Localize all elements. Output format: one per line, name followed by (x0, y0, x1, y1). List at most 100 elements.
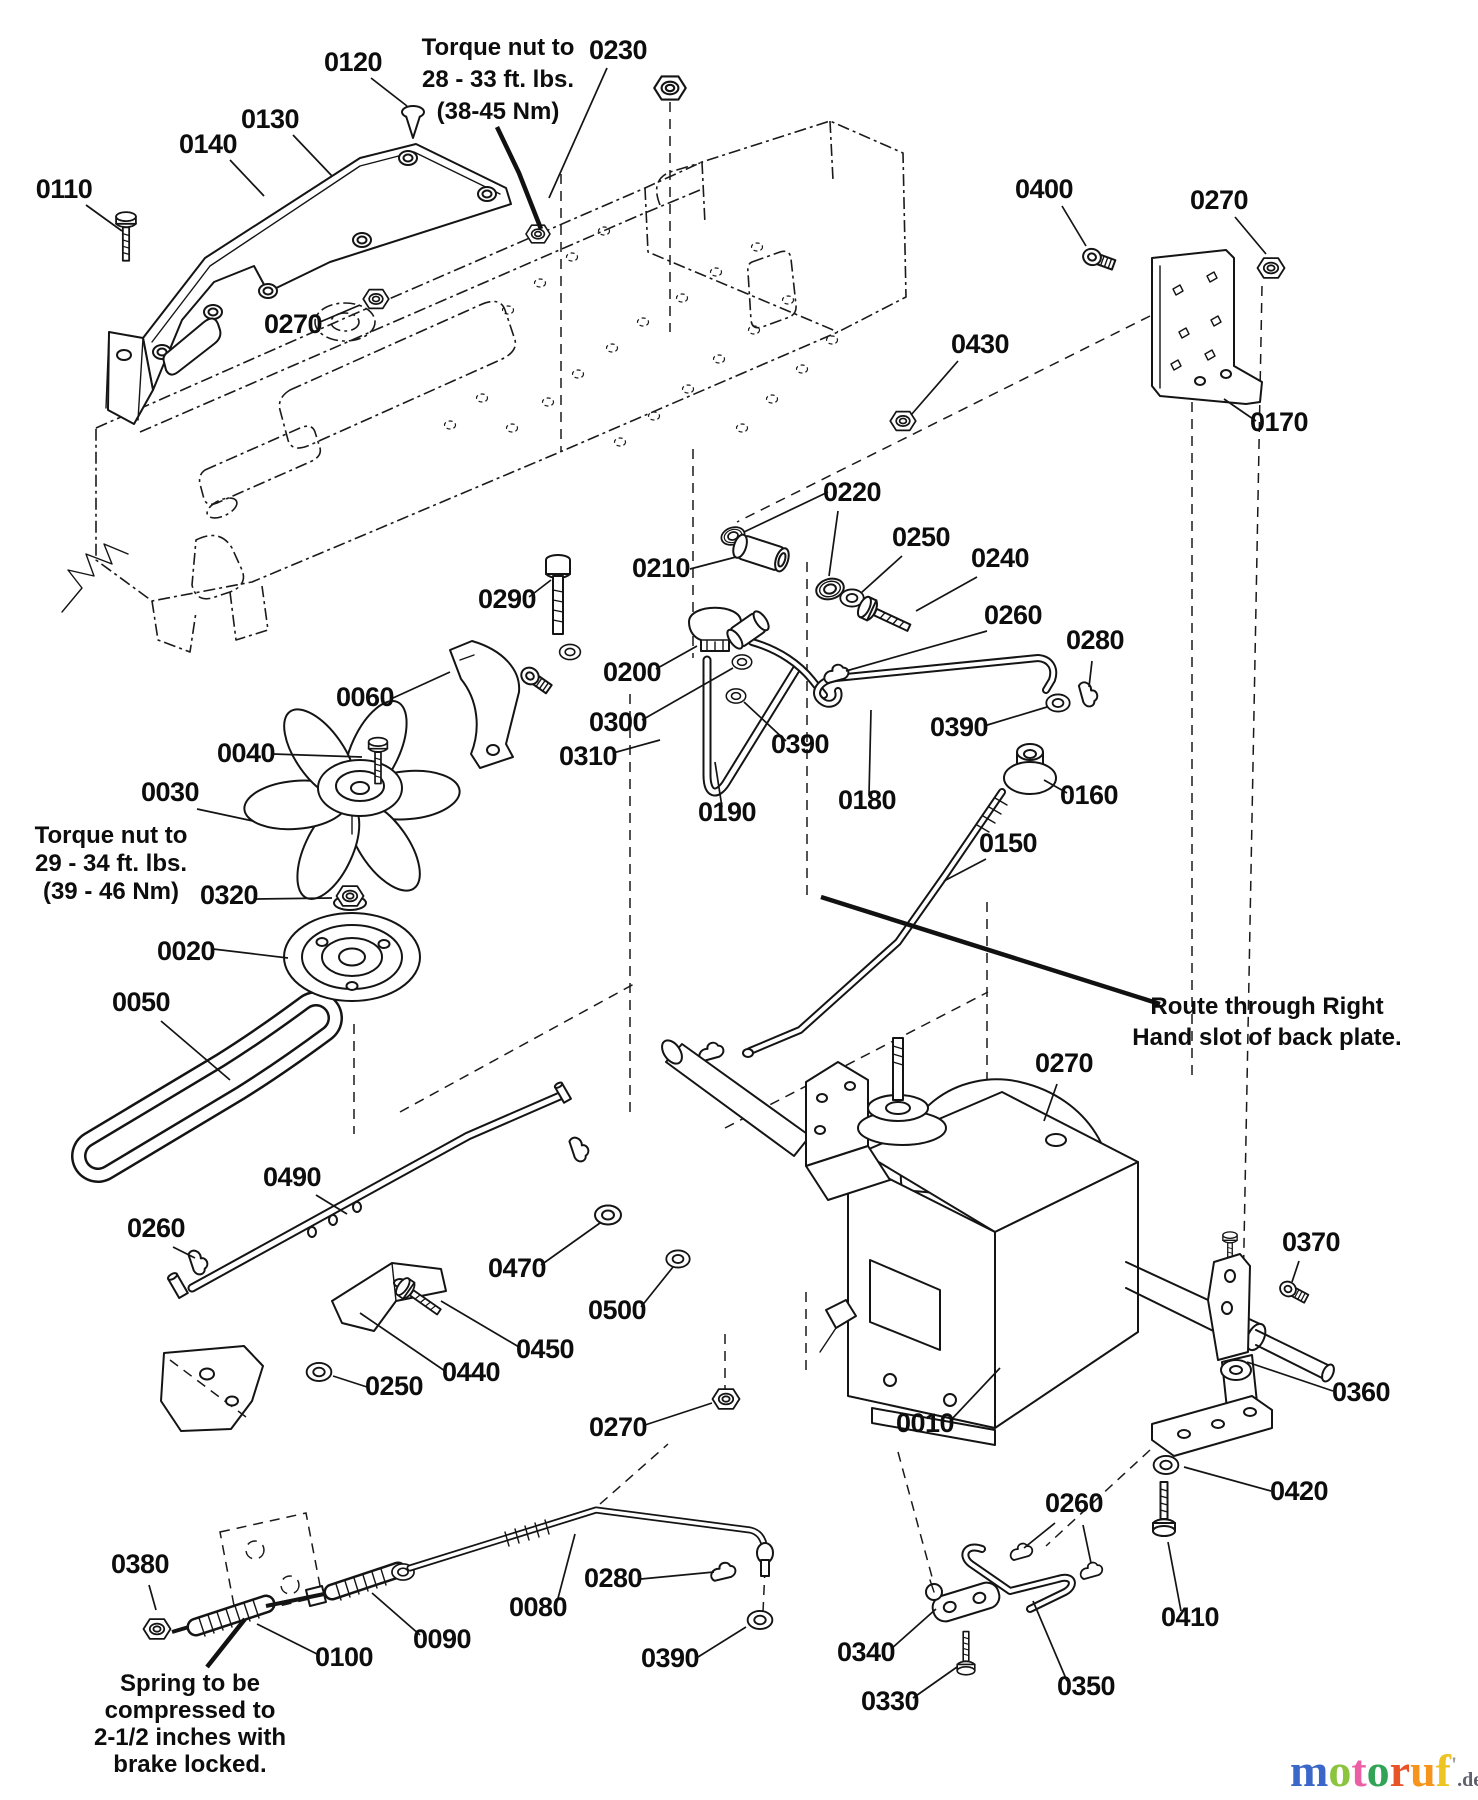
bracket-0170 (1151, 249, 1263, 405)
part-label: 0080 (509, 1592, 567, 1622)
part-label: 0320 (200, 880, 258, 910)
part-label: 0260 (127, 1213, 185, 1243)
leader-lines (85, 67, 1334, 1699)
leader-line (1043, 1083, 1058, 1122)
clip-0280-bottom (708, 1560, 738, 1583)
clip-0260-bottom-b (1077, 1559, 1105, 1581)
leader-line (1023, 1522, 1056, 1549)
pivot-bracket-left (160, 1345, 264, 1432)
part-label: 0190 (698, 797, 756, 827)
part-label: 0120 (324, 47, 382, 77)
leader-line (332, 1375, 368, 1388)
frame-holes (443, 226, 839, 447)
part-label: 0280 (584, 1563, 642, 1593)
leader-line (943, 858, 987, 882)
leader-line (983, 706, 1048, 727)
bolt-0240 (854, 593, 915, 639)
pushpin-0120 (401, 105, 425, 139)
nut-0270-bottom (711, 1388, 741, 1410)
leader-line (148, 1584, 157, 1611)
part-label: 0440 (442, 1357, 500, 1387)
leader-line (1183, 1466, 1272, 1492)
bracket-0440 (331, 1262, 447, 1332)
belt-0050 (71, 991, 343, 1183)
clip-0260-bottom-a (1007, 1540, 1035, 1562)
watermark-letter: o (1366, 1745, 1390, 1796)
pulley-0020 (283, 912, 421, 1002)
leader-line (548, 67, 608, 199)
part-label: 0200 (603, 657, 661, 687)
rod-0490 (166, 1081, 572, 1300)
watermark-letter: o (1328, 1745, 1352, 1796)
part-label: 0410 (1161, 1602, 1219, 1632)
part-label: 0300 (589, 707, 647, 737)
washer-0500 (665, 1249, 691, 1269)
part-label: 0360 (1332, 1377, 1390, 1407)
leader-line (392, 671, 451, 699)
link-0340 (925, 1579, 1001, 1623)
leader-line (640, 1571, 715, 1580)
part-label: 0260 (984, 600, 1042, 630)
part-label: 0020 (157, 936, 215, 966)
part-label: 0400 (1015, 174, 1073, 204)
bushing-0160 (1003, 743, 1057, 795)
part-label: 0470 (488, 1253, 546, 1283)
part-label: 0500 (588, 1295, 646, 1325)
part-label: 0340 (837, 1637, 895, 1667)
leader-line (910, 360, 959, 416)
nut-on-plate (525, 224, 551, 244)
leader-line (528, 579, 552, 598)
leader-line (196, 808, 254, 822)
leader-line (868, 709, 872, 796)
screw-0400 (1079, 245, 1118, 274)
shift-rod-0190 (702, 655, 802, 797)
leader-line (743, 491, 829, 533)
washer-0390-right (1045, 693, 1071, 713)
spring-0100 (171, 1594, 276, 1637)
part-label: 0280 (1066, 625, 1124, 655)
part-label: 0270 (264, 309, 322, 339)
part-label: 0210 (632, 553, 690, 583)
part-label: 0010 (896, 1408, 954, 1438)
part-label: 0490 (263, 1162, 321, 1192)
bolt-0330 (956, 1630, 976, 1676)
note-leader-line (820, 894, 1161, 1007)
part-label: 0230 (589, 35, 647, 65)
bolt-0410 (1152, 1481, 1176, 1537)
leader-line (1291, 1260, 1300, 1283)
rod-0150 (742, 788, 1008, 1058)
part-label: 0330 (861, 1686, 919, 1716)
rod-0350 (961, 1543, 1076, 1613)
leader-line (440, 1300, 520, 1348)
washer-0390-left (725, 688, 747, 704)
leader-line (860, 555, 903, 594)
nut-0270-right (1256, 257, 1286, 279)
part-label: 0310 (559, 741, 617, 771)
leader-line (1246, 1361, 1334, 1392)
watermark-letter: r (1389, 1745, 1411, 1796)
sleeve-0210 (732, 533, 790, 573)
part-label: 0240 (971, 543, 1029, 573)
part-label: 0270 (589, 1412, 647, 1442)
part-label: 0290 (478, 584, 536, 614)
part-label: 0270 (1190, 185, 1248, 215)
part-label: 0090 (413, 1624, 471, 1654)
nut-0320 (333, 885, 367, 911)
part-label: 0430 (951, 329, 1009, 359)
leader-line (1043, 779, 1068, 794)
part-label: 0250 (892, 522, 950, 552)
part-label: 0390 (771, 729, 829, 759)
leader-line (319, 304, 361, 323)
part-label: 0040 (217, 738, 275, 768)
part-label: 0250 (365, 1371, 423, 1401)
leader-line (641, 667, 734, 721)
leader-line (689, 556, 737, 570)
washer-0470 (594, 1204, 622, 1226)
part-label: 0110 (36, 174, 93, 204)
leader-line (644, 1402, 713, 1426)
part-label: 0100 (315, 1642, 373, 1672)
leader-line (85, 204, 123, 232)
leader-line (160, 1020, 231, 1081)
